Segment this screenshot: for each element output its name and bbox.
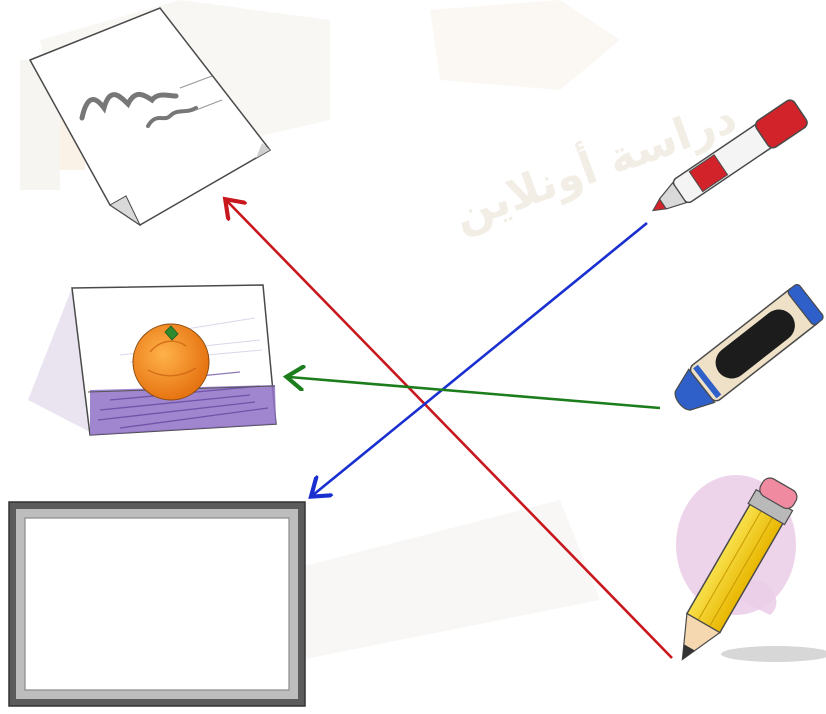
paper-with-scribble bbox=[28, 7, 272, 227]
yellow-pencil bbox=[676, 475, 826, 662]
blue-arrow bbox=[313, 221, 648, 495]
orange-drawing-card bbox=[28, 284, 277, 436]
blue-crayon bbox=[674, 283, 824, 411]
red-marker bbox=[651, 99, 808, 212]
green-arrow bbox=[289, 377, 661, 410]
red-arrow bbox=[227, 201, 673, 659]
empty-frame bbox=[8, 501, 306, 707]
orange-fruit bbox=[132, 323, 210, 401]
scribble-line-2 bbox=[146, 106, 198, 128]
scribble-line-1 bbox=[79, 92, 179, 121]
orange-leaf bbox=[164, 325, 179, 341]
